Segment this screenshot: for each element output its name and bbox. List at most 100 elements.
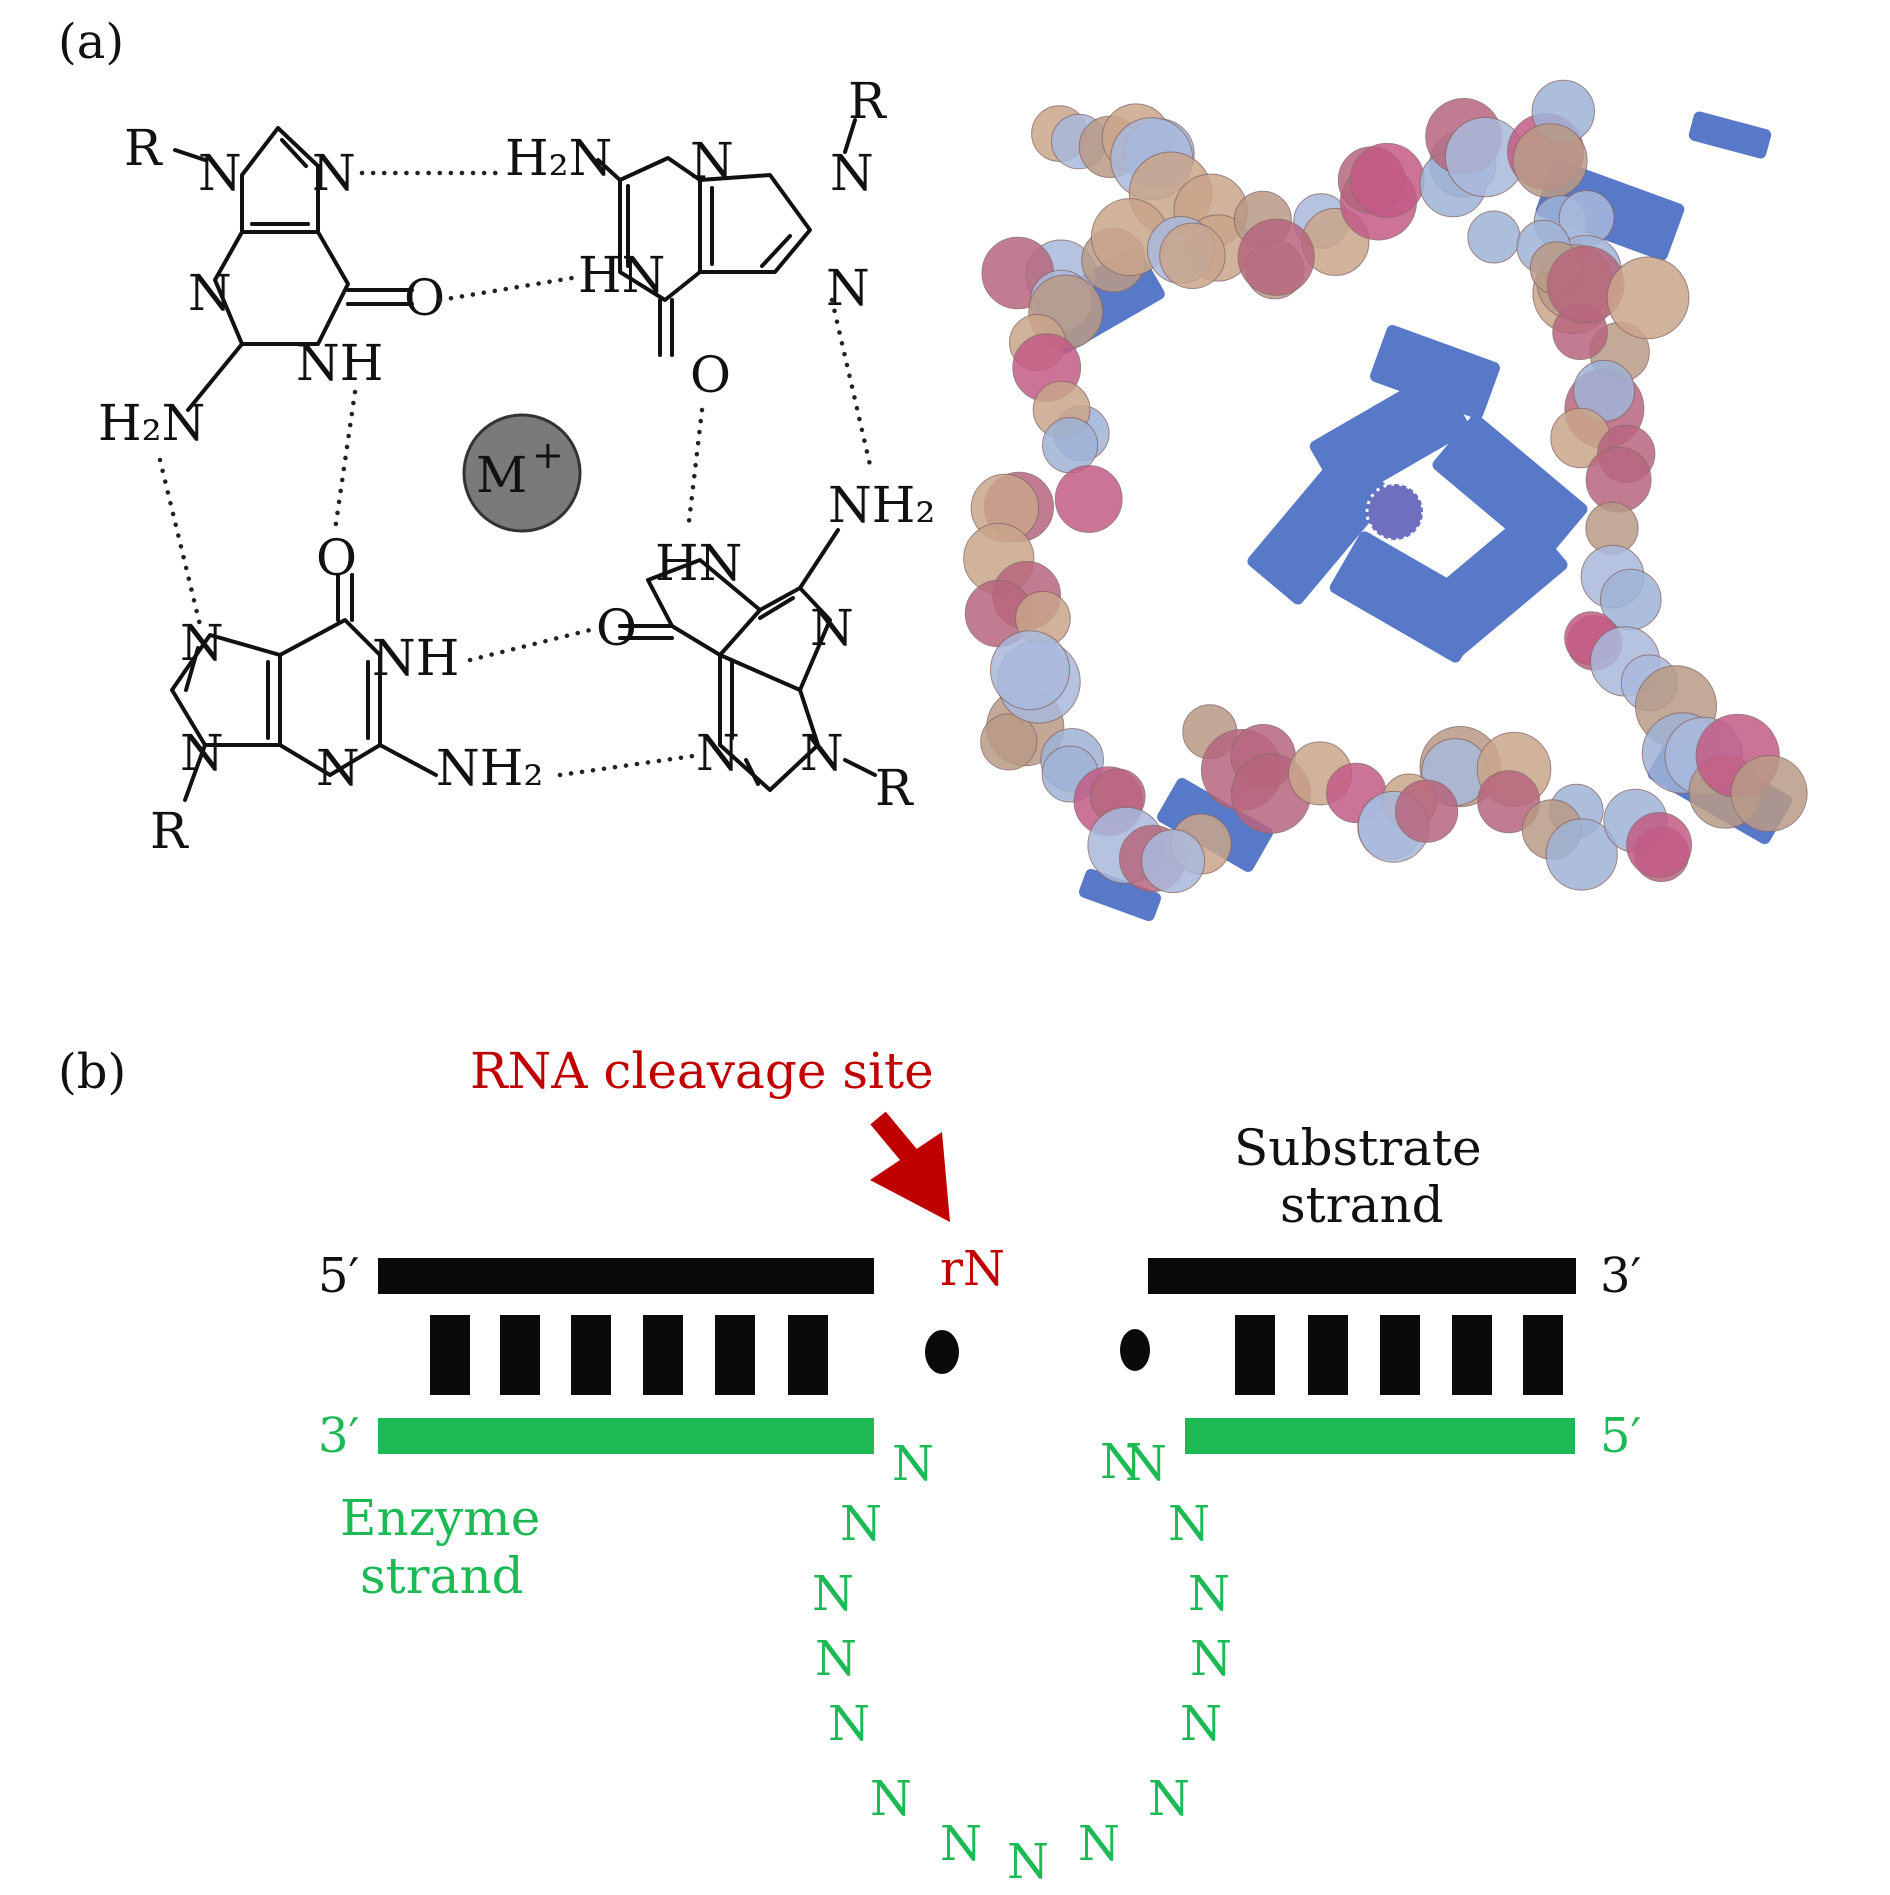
g3-n9: N <box>180 724 224 782</box>
backbone-sphere <box>1512 123 1588 199</box>
g-quartet-structure: N N N O NH H₂N R N N N O HN H₂N R <box>98 72 935 860</box>
g1-n9: N <box>198 144 242 202</box>
g4-o6: O <box>596 599 637 657</box>
loop-nucleotide: N <box>1007 1834 1049 1890</box>
base-plate <box>1247 449 1393 605</box>
substrate-strand-right <box>1148 1258 1576 1294</box>
loop-nucleotide: N <box>1100 1434 1142 1490</box>
substrate-label-line1: Substrate <box>1234 1119 1482 1177</box>
backbone-sphere <box>1545 818 1618 891</box>
g1-n3: N <box>188 264 232 322</box>
enzyme-strand-left <box>378 1418 874 1454</box>
g1-n1h: NH <box>296 334 383 392</box>
g3-n7: N <box>180 614 224 672</box>
backbone-sphere <box>1042 417 1099 474</box>
backbone-sphere <box>1349 142 1425 218</box>
backbone-sphere <box>980 713 1038 771</box>
g3-nh2: NH₂ <box>436 739 543 797</box>
g1-r: R <box>124 119 163 177</box>
base-plate <box>1688 111 1772 159</box>
base-pair-rung <box>430 1315 470 1395</box>
base-plate <box>1412 514 1568 660</box>
guanine-bottom-right: N N N O HN NH₂ R <box>596 476 935 817</box>
backbone-sphere <box>1395 779 1459 843</box>
loop-nucleotide: N <box>1168 1496 1210 1552</box>
g3-n3: N <box>316 739 360 797</box>
g2-n3: N <box>690 132 734 190</box>
g4-r: R <box>875 759 914 817</box>
loop-nucleotide: N <box>812 1566 854 1622</box>
cation-charge: + <box>532 433 564 477</box>
base-pair-rung <box>1308 1315 1348 1395</box>
g4-nh2: NH₂ <box>828 476 935 534</box>
g3-r: R <box>150 802 189 860</box>
loop-nucleotide: N <box>1148 1771 1190 1827</box>
g2-o6: O <box>690 346 731 404</box>
backbone-sphere <box>1159 222 1226 290</box>
g4-n7: N <box>696 724 740 782</box>
base-pair-rung <box>1523 1315 1563 1395</box>
base-pair-rung <box>643 1315 683 1395</box>
enzyme-5prime: 5′ <box>1600 1408 1641 1464</box>
loop-nucleotide: N <box>1188 1566 1230 1622</box>
base-pair-rung <box>1452 1315 1492 1395</box>
loop-nucleotide: N <box>1125 1436 1167 1492</box>
backbone-sphere <box>1730 755 1808 832</box>
substrate-3prime: 3′ <box>1600 1248 1641 1304</box>
g1-nh2: H₂N <box>98 394 205 452</box>
base-pair-rungs <box>430 1315 1563 1395</box>
enzyme-3prime: 3′ <box>318 1408 359 1464</box>
g2-n9: N <box>830 144 874 202</box>
base-pair-rung <box>500 1315 540 1395</box>
substrate-strand-left <box>378 1258 874 1294</box>
backbone-sphere <box>1467 210 1521 264</box>
loop-nucleotide: N <box>870 1771 912 1827</box>
loop-nucleotide: N <box>1078 1816 1120 1872</box>
cleavage-site-label: RNA cleavage site <box>470 1042 934 1100</box>
substrate-label-line2: strand <box>1280 1176 1444 1234</box>
central-ion <box>1365 482 1425 542</box>
base-pair-rung <box>1235 1315 1275 1395</box>
cation-m-plus: M + <box>462 413 582 533</box>
g3-n1h: NH <box>372 629 459 687</box>
substrate-5prime: 5′ <box>318 1248 359 1304</box>
panel-a-label: (a) <box>58 14 124 70</box>
loop-nucleotide: N <box>840 1496 882 1552</box>
backbone-sphere <box>1477 770 1541 834</box>
base-pair-rung <box>571 1315 611 1395</box>
g4-n3: N <box>810 599 854 657</box>
panel-b-label: (b) <box>58 1044 126 1100</box>
loop-nucleotide: N <box>940 1816 982 1872</box>
cleavage-arrow <box>870 1111 950 1222</box>
backbone-sphere <box>1606 256 1690 340</box>
loop-nucleotide: N <box>1190 1631 1232 1687</box>
g2-r: R <box>848 72 887 130</box>
guanine-top-right: N N N O HN H₂N R <box>505 72 887 404</box>
backbone-sphere <box>1585 446 1652 513</box>
loop-nucleotide: N <box>828 1696 870 1752</box>
backbone-sphere <box>1237 218 1315 296</box>
backbone-sphere <box>990 630 1070 711</box>
loop-nucleotide: N <box>892 1436 934 1492</box>
wobble-dot-left <box>925 1330 959 1374</box>
g1-o6: O <box>404 269 445 327</box>
guanine-bottom-left: N N N O NH NH₂ R <box>150 529 543 860</box>
base-plate <box>1432 414 1588 560</box>
enzyme-label-line1: Enzyme <box>340 1489 540 1547</box>
enzyme-label-line2: strand <box>360 1547 524 1605</box>
hydrogen-bonds <box>157 170 873 778</box>
g1-n7: N <box>312 144 356 202</box>
base-pair-rung <box>788 1315 828 1395</box>
g2-n1h: HN <box>578 246 665 304</box>
g4-n1h: HN <box>655 534 742 592</box>
backbone-sphere <box>1626 812 1692 878</box>
loop-nucleotide: N <box>815 1631 857 1687</box>
cation-symbol: M <box>476 446 527 504</box>
base-pair-rung <box>1380 1315 1420 1395</box>
g2-nh2: H₂N <box>505 129 612 187</box>
base-plate <box>1370 324 1500 420</box>
rn-nucleotide: rN <box>940 1241 1005 1297</box>
backbone-sphere <box>1141 829 1206 894</box>
